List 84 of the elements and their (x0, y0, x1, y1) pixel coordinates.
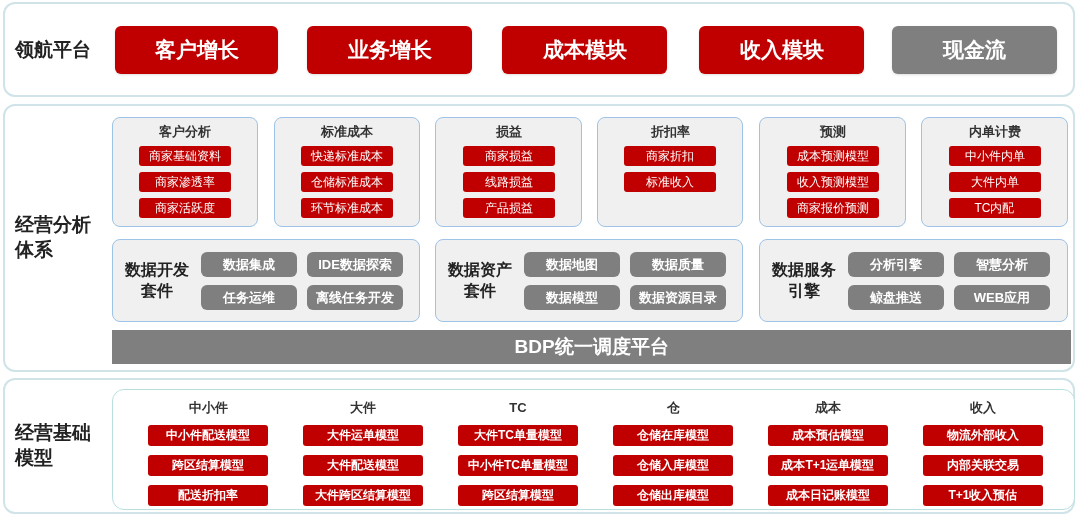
layer-title: 领航平台 (15, 37, 92, 62)
item-tag: 仓储入库模型 (613, 455, 733, 476)
card-title: 客户分析 (159, 124, 211, 140)
layer-title: 经营分析体系 (15, 213, 92, 262)
item-tag: 产品损益 (462, 198, 555, 218)
item-tag: 数据质量 (630, 251, 726, 277)
category-card (435, 117, 582, 227)
item-tag: 线路损益 (462, 172, 555, 192)
column-title: 中小件 (187, 399, 229, 417)
item-tag: 中小件配送模型 (148, 425, 268, 446)
item-tag: 仓储标准成本 (301, 172, 393, 192)
item-tag: 物流外部收入 (923, 425, 1043, 446)
card-title: 标准成本 (321, 124, 373, 140)
item-tag: 跨区结算模型 (458, 485, 578, 506)
suite-card (112, 239, 420, 322)
category-card (921, 117, 1068, 227)
item-tag: 大件配送模型 (303, 455, 423, 476)
module-tag: 业务增长 (307, 26, 472, 74)
item-tag: 中小件TC单量模型 (458, 455, 578, 476)
item-tag: 成本T+1运单模型 (768, 455, 888, 476)
module-tag: 收入模块 (699, 26, 864, 74)
layer-panel (3, 2, 1075, 97)
item-tag: 成本日记账模型 (768, 485, 888, 506)
card-title: 数据资产套件 (447, 259, 513, 301)
card-title: 数据服务引擎 (771, 259, 837, 301)
item-tag: 标准收入 (624, 172, 716, 192)
platform-bar: BDP统一调度平台 (112, 330, 1071, 364)
item-tag: 商家报价预测 (786, 198, 879, 218)
item-tag: 大件内单 (948, 172, 1041, 192)
layer-panel (3, 104, 1075, 372)
item-tag: 内部关联交易 (923, 455, 1043, 476)
model-panel (112, 389, 1075, 510)
card-title: 内单计费 (968, 124, 1021, 140)
item-tag: 商家损益 (462, 146, 555, 166)
column-title: 收入 (969, 399, 997, 417)
item-tag: 中小件内单 (948, 146, 1041, 166)
item-tag: 收入预测模型 (786, 172, 879, 192)
item-tag: 成本预测模型 (786, 146, 879, 166)
item-tag: 商家渗透率 (139, 172, 231, 192)
suite-card (435, 239, 743, 322)
column-title: 成本 (814, 399, 842, 417)
item-tag: 大件TC单量模型 (458, 425, 578, 446)
module-tag: 成本模块 (502, 26, 667, 74)
item-tag: 快递标准成本 (301, 146, 393, 166)
item-tag: 数据资源目录 (630, 284, 726, 310)
item-tag: 鲸盘推送 (848, 284, 944, 310)
item-tag: 分析引擎 (848, 251, 944, 277)
item-tag: 配送折扣率 (148, 485, 268, 506)
item-tag: 大件运单模型 (303, 425, 423, 446)
item-tag: 数据集成 (201, 251, 297, 277)
card-title: 数据开发套件 (124, 259, 190, 301)
item-tag: 大件跨区结算模型 (303, 485, 423, 506)
item-tag: 商家折扣 (624, 146, 716, 166)
category-card (759, 117, 906, 227)
card-title: 预测 (819, 124, 846, 140)
card-title: 损益 (495, 124, 522, 140)
item-tag: 任务运维 (201, 284, 297, 310)
module-tag: 客户增长 (115, 26, 278, 74)
item-tag: 数据模型 (524, 284, 620, 310)
item-tag: 跨区结算模型 (148, 455, 268, 476)
item-tag: 数据地图 (524, 251, 620, 277)
suite-card (759, 239, 1068, 322)
column-title: TC (508, 399, 528, 417)
item-tag: 商家活跃度 (139, 198, 231, 218)
card-title: 折扣率 (650, 124, 690, 140)
item-tag: 离线任务开发 (307, 284, 403, 310)
column-title: 仓 (665, 399, 681, 417)
category-card (597, 117, 743, 227)
module-tag: 现金流 (892, 26, 1057, 74)
item-tag: 智慧分析 (954, 251, 1050, 277)
item-tag: 仓储在库模型 (613, 425, 733, 446)
item-tag: IDE数据探索 (307, 251, 403, 277)
item-tag: 商家基础资料 (139, 146, 231, 166)
layer-title: 经营基础模型 (15, 421, 92, 470)
column-title: 大件 (349, 399, 377, 417)
item-tag: TC内配 (948, 198, 1041, 218)
item-tag: 仓储出库模型 (613, 485, 733, 506)
layer-panel (3, 378, 1075, 514)
item-tag: 环节标准成本 (301, 198, 393, 218)
item-tag: WEB应用 (954, 284, 1050, 310)
category-card (112, 117, 258, 227)
category-card (274, 117, 420, 227)
item-tag: T+1收入预估 (923, 485, 1043, 506)
item-tag: 成本预估模型 (768, 425, 888, 446)
